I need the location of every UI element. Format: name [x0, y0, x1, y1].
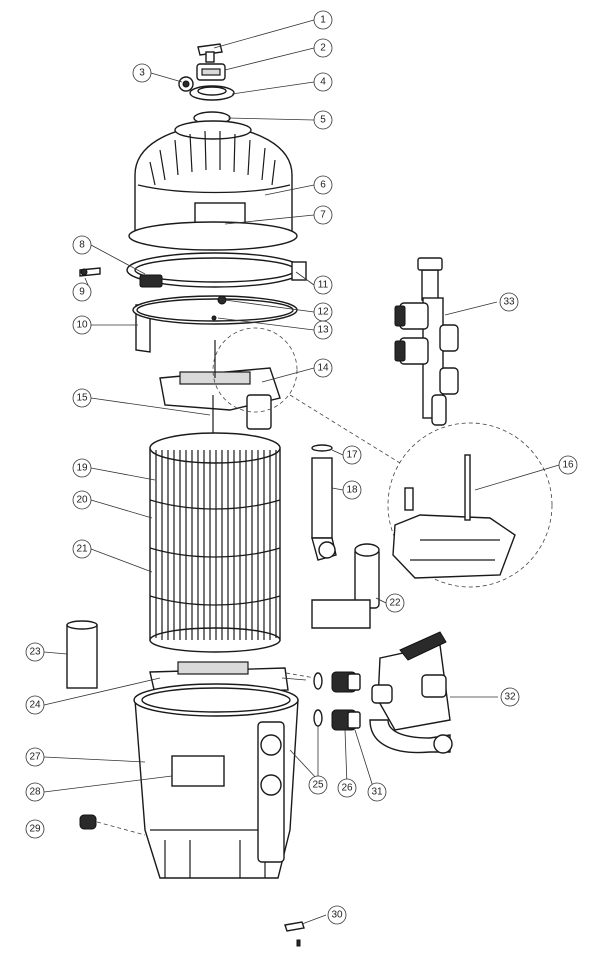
callout-13: 13	[313, 320, 333, 340]
callout-label: 21	[76, 544, 88, 555]
callout-label: 24	[29, 700, 41, 711]
callout-16: 16	[558, 455, 578, 475]
callout-26: 26	[337, 778, 357, 798]
drain-cap	[79, 814, 97, 830]
callout-label: 30	[331, 910, 343, 921]
callout-label: 23	[29, 647, 41, 658]
retainer-nut	[211, 295, 227, 321]
callout-6: 6	[313, 175, 333, 195]
callout-label: 4	[320, 77, 326, 88]
clamp-bolt	[79, 267, 101, 277]
callout-label: 16	[562, 460, 574, 471]
top-manifold	[159, 340, 281, 430]
union-connectors	[331, 671, 361, 731]
callout-22: 22	[385, 593, 405, 613]
callout-label: 22	[389, 598, 401, 609]
callout-label: 28	[29, 787, 41, 798]
callout-12: 12	[313, 302, 333, 322]
callout-28: 28	[25, 782, 45, 802]
callout-8: 8	[72, 235, 92, 255]
callout-label: 8	[79, 240, 85, 251]
callout-19: 19	[72, 458, 92, 478]
callout-30: 30	[327, 905, 347, 925]
callout-label: 17	[346, 450, 358, 461]
callout-27: 27	[25, 747, 45, 767]
callout-label: 31	[371, 787, 383, 798]
callout-label: 1	[320, 15, 326, 26]
callout-24: 24	[25, 695, 45, 715]
callout-23: 23	[25, 642, 45, 662]
callout-2: 2	[313, 38, 333, 58]
callout-label: 15	[76, 393, 88, 404]
bottom-elbow-pipe	[311, 543, 380, 629]
callout-3: 3	[132, 63, 152, 83]
callout-14: 14	[313, 358, 333, 378]
cartridge-sleeve	[66, 620, 98, 689]
callout-21: 21	[72, 539, 92, 559]
callout-label: 32	[504, 692, 516, 703]
callout-5: 5	[313, 110, 333, 130]
callout-label: 7	[320, 210, 326, 221]
union-o-rings	[313, 672, 323, 727]
callout-label: 2	[320, 43, 326, 54]
callout-7: 7	[313, 205, 333, 225]
filter-tank	[133, 683, 299, 879]
push-pull-valve	[394, 257, 459, 426]
callout-17: 17	[342, 445, 362, 465]
callout-label: 3	[139, 68, 145, 79]
callout-label: 6	[320, 180, 326, 191]
callout-label: 14	[317, 363, 329, 374]
clamp-o-ring	[132, 295, 298, 325]
tube-o-ring	[311, 444, 333, 452]
tank-clamp	[126, 252, 307, 288]
filter-lid-label	[128, 221, 298, 251]
callout-label: 33	[503, 297, 515, 308]
callout-31: 31	[367, 782, 387, 802]
callout-label: 12	[317, 307, 329, 318]
callout-label: 19	[76, 463, 88, 474]
valve-adapter-ring	[189, 85, 235, 101]
leader-lines	[43, 19, 560, 925]
callout-10: 10	[72, 315, 92, 335]
air-bleed-tube	[311, 457, 337, 561]
callout-9: 9	[72, 282, 92, 302]
callout-label: 11	[318, 280, 329, 291]
callout-1: 1	[313, 10, 333, 30]
callout-label: 18	[346, 485, 358, 496]
air-relief-valve-knob	[197, 43, 223, 63]
callout-label: 25	[312, 780, 324, 791]
callout-label: 5	[320, 115, 326, 126]
valve-key	[284, 921, 305, 947]
callout-label: 13	[317, 325, 329, 336]
callout-label: 9	[79, 287, 85, 298]
callout-label: 27	[29, 752, 41, 763]
callout-25: 25	[308, 775, 328, 795]
callout-4: 4	[313, 72, 333, 92]
manifold-detail-view	[212, 327, 553, 588]
callout-29: 29	[25, 819, 45, 839]
callout-33: 33	[499, 292, 519, 312]
callout-label: 26	[341, 783, 353, 794]
callout-label: 10	[76, 320, 88, 331]
callout-15: 15	[72, 388, 92, 408]
callout-label: 29	[29, 824, 41, 835]
callout-32: 32	[500, 687, 520, 707]
multiport-valve	[369, 631, 453, 754]
pressure-gauge	[178, 76, 194, 92]
callout-label: 20	[76, 495, 88, 506]
callout-20: 20	[72, 490, 92, 510]
callout-11: 11	[313, 275, 333, 295]
filter-cartridge	[149, 432, 281, 653]
filter-lid	[134, 120, 293, 234]
air-relief-valve-body	[196, 63, 226, 81]
callout-18: 18	[342, 480, 362, 500]
